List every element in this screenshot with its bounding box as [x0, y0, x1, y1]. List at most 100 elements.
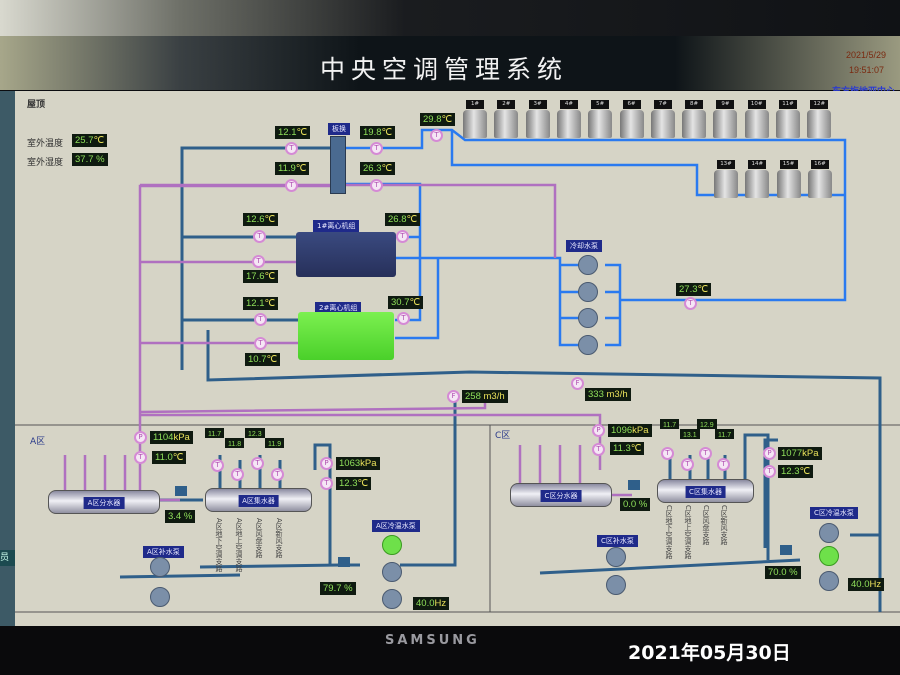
c-branch-label: C区风盘支路	[702, 505, 710, 545]
element: ℃	[296, 127, 308, 138]
pump-running-icon[interactable]	[819, 546, 839, 566]
element: ℃	[357, 478, 369, 489]
element: Hz	[869, 579, 882, 590]
outdoor-temp: 25.7℃	[72, 134, 108, 147]
cooling-tower-icon	[776, 110, 800, 138]
element	[605, 263, 622, 347]
element: 27.3	[679, 284, 698, 295]
a-return-temp: 12.3℃	[336, 477, 372, 490]
pump-icon[interactable]	[819, 571, 839, 591]
cooling-tower[interactable]: 15#	[776, 160, 802, 200]
hx-out-top-temp: 19.8℃	[360, 126, 396, 139]
a-supply-temp: 11.0℃	[152, 451, 187, 464]
a-branch-temp: 12.3	[245, 428, 265, 438]
a-branch-temp: 11.7	[205, 428, 225, 438]
element: kPa	[360, 458, 377, 469]
cooling-tower[interactable]: 11#	[775, 100, 801, 140]
valve-icon[interactable]	[175, 486, 187, 496]
c-branch-temp: 11.7	[660, 419, 680, 429]
cooling-pump-icon[interactable]	[578, 308, 598, 328]
flow-sensor-icon: F	[447, 390, 460, 403]
cooling-tower-label: 6#	[622, 100, 641, 109]
cooling-tower[interactable]: 5#	[587, 100, 613, 140]
c-makeup-pump-label: C区补水泵	[597, 535, 638, 547]
zone-dividers	[15, 424, 900, 613]
element: ℃	[381, 127, 393, 138]
valve-icon[interactable]	[628, 480, 640, 490]
cooling-tower[interactable]: 4#	[556, 100, 582, 140]
zone-a-title: A区	[30, 437, 46, 447]
cooling-tower[interactable]: 1#	[462, 100, 488, 140]
a-supply-pressure: 1104kPa	[150, 431, 193, 444]
temp-sensor-icon: T	[253, 230, 266, 243]
element: ℃	[93, 135, 105, 146]
cooling-tower-icon	[713, 110, 738, 138]
element	[763, 438, 778, 548]
cooling-tower[interactable]: 12#	[806, 100, 832, 140]
temp-sensor-icon: T	[285, 179, 298, 192]
element: A区集水器	[238, 495, 279, 507]
a-circ-pump-label: A区冷温水泵	[372, 520, 420, 532]
pump-icon[interactable]	[382, 562, 402, 582]
pump-icon[interactable]	[150, 557, 170, 577]
cooling-tower-label: 2#	[497, 100, 516, 109]
element: ℃	[172, 452, 184, 463]
element: 12.3	[339, 478, 358, 489]
heat-exchanger[interactable]	[330, 136, 346, 194]
cooling-tower[interactable]: 3#	[525, 100, 551, 140]
element: ℃	[264, 271, 276, 282]
chiller2-label: 2#离心机组	[315, 302, 362, 314]
a-branch-label: A区地上空调支路	[235, 518, 243, 572]
cooling-tower[interactable]: 14#	[744, 160, 770, 200]
cooling-tower[interactable]: 6#	[619, 100, 645, 140]
element: 10.7	[248, 354, 267, 365]
pump-running-icon[interactable]	[382, 535, 402, 555]
cooling-pump-icon[interactable]	[578, 282, 598, 302]
cooling-tower[interactable]: 13#	[713, 160, 739, 200]
temp-sensor-icon: T	[254, 337, 267, 350]
cooling-tower-icon	[463, 110, 487, 138]
element: 11.3	[613, 443, 631, 454]
cooling-pump-icon[interactable]	[578, 255, 598, 275]
valve-icon[interactable]	[338, 557, 350, 567]
pump-icon[interactable]	[150, 587, 170, 607]
cooling-tower[interactable]: 16#	[807, 160, 833, 200]
cooling-tower-icon	[525, 110, 550, 138]
element: ℃	[441, 114, 453, 125]
cooling-tower-label: 16#	[810, 160, 829, 169]
a-branch-label: A区风盘支路	[255, 518, 263, 558]
chiller-1[interactable]	[296, 232, 396, 277]
element: 19.8	[363, 127, 382, 138]
temp-sensor-icon: T	[370, 142, 383, 155]
c-branch-temp: 11.7	[715, 429, 735, 439]
element: kPa	[173, 432, 190, 443]
cooling-tower[interactable]: 2#	[493, 100, 519, 140]
cooling-tower[interactable]: 10#	[744, 100, 770, 140]
cooling-pump-icon[interactable]	[578, 335, 598, 355]
temp-sensor-icon: T	[231, 468, 244, 481]
cooling-tower-icon	[807, 170, 832, 198]
element	[140, 183, 557, 258]
element: m3/h	[606, 389, 628, 400]
cooling-tower-label: 10#	[747, 100, 766, 109]
element: ℃	[264, 214, 276, 225]
pump-icon[interactable]	[606, 575, 626, 595]
temp-sensor-icon: T	[134, 451, 147, 464]
pump-icon[interactable]	[606, 547, 626, 567]
pump-icon[interactable]	[819, 523, 839, 543]
cooling-tower-icon	[682, 110, 707, 138]
element	[313, 443, 332, 565]
temp-sensor-icon: T	[592, 443, 605, 456]
valve-icon[interactable]	[780, 545, 792, 555]
chiller-2[interactable]	[298, 312, 394, 360]
monitor-brand: SAMSUNG	[385, 633, 480, 648]
element: 1104	[153, 432, 174, 443]
chiller2-temp: 10.7℃	[245, 353, 281, 366]
cooling-tower[interactable]: 8#	[681, 100, 707, 140]
sidebar-item[interactable]: 员	[0, 550, 15, 566]
cooling-tower[interactable]: 9#	[712, 100, 738, 140]
pump-icon[interactable]	[382, 589, 402, 609]
cooling-tower[interactable]: 7#	[650, 100, 676, 140]
element: ℃	[295, 163, 307, 174]
cooling-tower-icon	[650, 110, 675, 138]
